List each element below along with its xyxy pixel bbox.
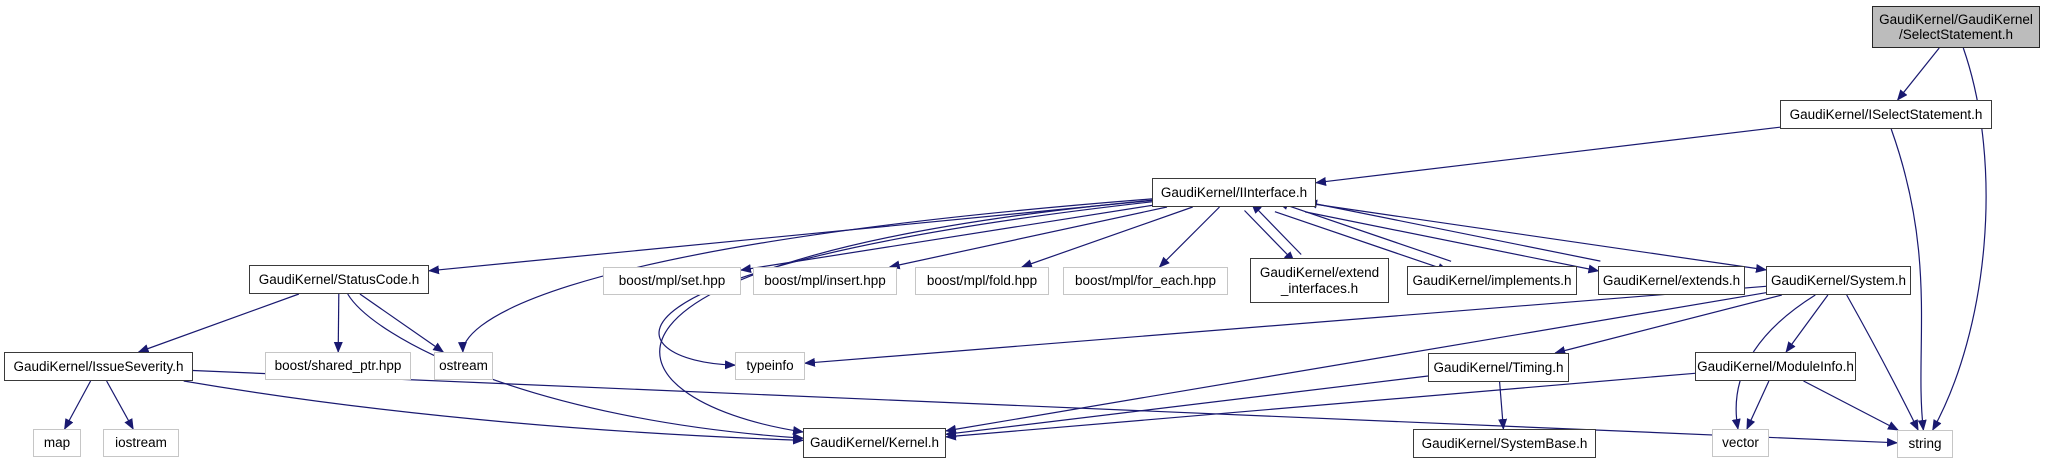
edge-iinterface-to-mplset [740, 204, 1153, 273]
edge-extint-to-iinterface [1251, 202, 1302, 255]
graph-node-select: GaudiKernel/GaudiKernel /SelectStatement… [1872, 6, 2040, 48]
graph-node-typeinfo[interactable]: typeinfo [735, 352, 805, 380]
edge-issue-to-string [192, 369, 1898, 447]
graph-node-implements[interactable]: GaudiKernel/implements.h [1407, 266, 1577, 295]
edge-issue-to-kernel [183, 380, 804, 445]
edge-iinterface-to-ostream [458, 198, 1153, 353]
edge-moduleinfo-to-vector [1746, 380, 1770, 430]
edge-iinterface-to-extends [1304, 211, 1600, 274]
graph-node-timing[interactable]: GaudiKernel/Timing.h [1428, 353, 1569, 382]
graph-node-iselect[interactable]: GaudiKernel/ISelectStatement.h [1780, 100, 1992, 129]
edge-moduleinfo-to-kernel [945, 372, 1696, 441]
edge-statuscode-to-sharedptr [333, 293, 343, 353]
graph-node-issue[interactable]: GaudiKernel/IssueSeverity.h [4, 352, 193, 381]
graph-node-extint[interactable]: GaudiKernel/extend _interfaces.h [1250, 258, 1389, 303]
edge-system-to-moduleinfo [1785, 294, 1829, 353]
graph-node-iostream[interactable]: iostream [103, 429, 179, 457]
edge-issue-to-iostream [106, 380, 134, 430]
edge-iinterface-to-kernel [659, 199, 1153, 435]
edge-iselect-to-iinterface [1315, 126, 1781, 186]
edge-iinterface-to-mplinsert [888, 206, 1168, 270]
graph-node-systembase[interactable]: GaudiKernel/SystemBase.h [1413, 429, 1596, 458]
edge-select-to-iselect [1896, 47, 1940, 101]
graph-node-vector[interactable]: vector [1712, 429, 1769, 457]
graph-node-extends[interactable]: GaudiKernel/extends.h [1598, 266, 1745, 295]
graph-node-mplinsert[interactable]: boost/mpl/insert.hpp [753, 267, 897, 295]
edge-system-to-timing [1554, 294, 1782, 355]
edge-statuscode-to-issue [137, 293, 300, 353]
edge-iinterface-to-extint [1244, 210, 1295, 263]
graph-node-statuscode[interactable]: GaudiKernel/StatusCode.h [249, 265, 429, 294]
edge-iinterface-to-system [1315, 203, 1767, 273]
edge-iinterface-to-typeinfo [658, 201, 1153, 370]
edge-timing-to-kernel [945, 375, 1429, 438]
edge-statuscode-to-ostream [359, 293, 445, 353]
graph-node-system[interactable]: GaudiKernel/System.h [1766, 266, 1911, 295]
edge-iselect-to-string [1890, 128, 1927, 431]
graph-node-ostream[interactable]: ostream [434, 352, 493, 380]
graph-node-string[interactable]: string [1897, 430, 1953, 458]
edge-extends-to-iinterface [1306, 199, 1601, 262]
graph-node-iinterface[interactable]: GaudiKernel/IInterface.h [1152, 178, 1316, 207]
edge-iinterface-to-mplfold [1020, 206, 1193, 268]
edge-select-to-string [1932, 47, 1987, 431]
edge-system-to-string [1846, 294, 1919, 431]
edge-moduleinfo-to-string [1803, 380, 1899, 431]
graph-node-mplforeach[interactable]: boost/mpl/for_each.hpp [1063, 267, 1228, 295]
graph-node-mplfold[interactable]: boost/mpl/fold.hpp [915, 267, 1049, 295]
graph-node-mplset[interactable]: boost/mpl/set.hpp [603, 267, 741, 295]
edge-issue-to-map [64, 380, 92, 430]
graph-node-moduleinfo[interactable]: GaudiKernel/ModuleInfo.h [1695, 352, 1856, 381]
edge-system-to-typeinfo [804, 285, 1767, 367]
edge-iinterface-to-implements [1274, 211, 1449, 272]
edge-system-to-kernel [945, 292, 1767, 434]
graph-node-map[interactable]: map [33, 429, 81, 457]
graph-node-sharedptr[interactable]: boost/shared_ptr.hpp [265, 352, 411, 380]
edge-iinterface-to-statuscode [428, 199, 1153, 275]
graph-node-kernel[interactable]: GaudiKernel/Kernel.h [803, 428, 946, 458]
edge-iinterface-to-mplforeach [1158, 206, 1220, 268]
